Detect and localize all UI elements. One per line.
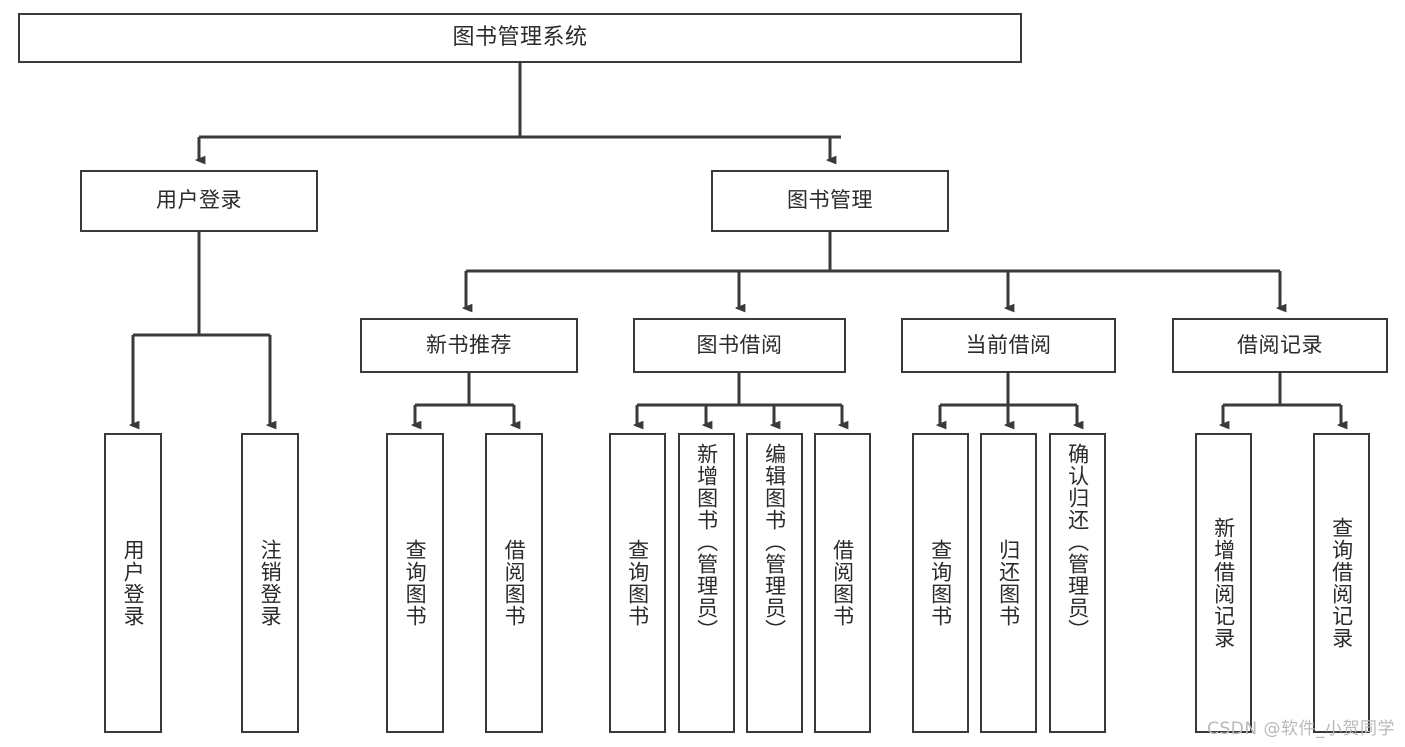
- node-label: 新增借阅记录: [1211, 517, 1236, 649]
- leaf-user-login-login[interactable]: 用户登录: [104, 433, 162, 733]
- leaf-new-book-query[interactable]: 查询图书: [386, 433, 444, 733]
- node-label: 新增图书（管理员）: [694, 443, 719, 641]
- leaf-records-add-record[interactable]: 新增借阅记录: [1195, 433, 1252, 733]
- node-label: 查询借阅记录: [1329, 517, 1354, 649]
- node-label: 借阅记录: [1237, 332, 1323, 357]
- leaf-current-query-book[interactable]: 查询图书: [912, 433, 969, 733]
- node-label: 当前借阅: [965, 332, 1052, 357]
- node-label: 用户登录: [156, 188, 242, 213]
- leaf-current-return-book[interactable]: 归还图书: [980, 433, 1037, 733]
- node-label: 查询图书: [625, 539, 650, 627]
- leaf-current-confirm-return-admin[interactable]: 确认归还（管理员）: [1049, 433, 1106, 733]
- node-label: 用户登录: [121, 539, 146, 627]
- node-borrow-records[interactable]: 借阅记录: [1172, 318, 1388, 373]
- node-label: 归还图书: [996, 539, 1021, 627]
- leaf-new-book-borrow[interactable]: 借阅图书: [485, 433, 543, 733]
- node-label: 查询图书: [928, 539, 953, 627]
- node-book-management[interactable]: 图书管理: [711, 170, 949, 232]
- node-label: 确认归还（管理员）: [1065, 443, 1090, 641]
- node-label: 注销登录: [258, 539, 283, 627]
- node-label: 查询图书: [403, 539, 428, 627]
- node-book-borrow[interactable]: 图书借阅: [633, 318, 846, 373]
- node-label: 新书推荐: [426, 332, 512, 357]
- node-current-borrow[interactable]: 当前借阅: [901, 318, 1116, 373]
- leaf-user-login-logout[interactable]: 注销登录: [241, 433, 299, 733]
- node-user-login[interactable]: 用户登录: [80, 170, 318, 232]
- leaf-records-query-record[interactable]: 查询借阅记录: [1313, 433, 1370, 733]
- node-label: 借阅图书: [830, 539, 855, 627]
- node-root-system[interactable]: 图书管理系统: [18, 13, 1022, 63]
- node-label: 图书借阅: [696, 332, 783, 357]
- node-label: 图书管理系统: [452, 24, 588, 50]
- node-label: 借阅图书: [502, 539, 527, 627]
- node-label: 图书管理: [787, 188, 873, 213]
- leaf-borrow-edit-book-admin[interactable]: 编辑图书（管理员）: [746, 433, 803, 733]
- node-new-book-recommend[interactable]: 新书推荐: [360, 318, 578, 373]
- leaf-borrow-add-book-admin[interactable]: 新增图书（管理员）: [678, 433, 735, 733]
- leaf-borrow-query-book[interactable]: 查询图书: [609, 433, 666, 733]
- leaf-borrow-borrow-book[interactable]: 借阅图书: [814, 433, 871, 733]
- watermark-text: CSDN @软件_小贺同学: [1207, 719, 1395, 739]
- node-label: 编辑图书（管理员）: [762, 443, 787, 641]
